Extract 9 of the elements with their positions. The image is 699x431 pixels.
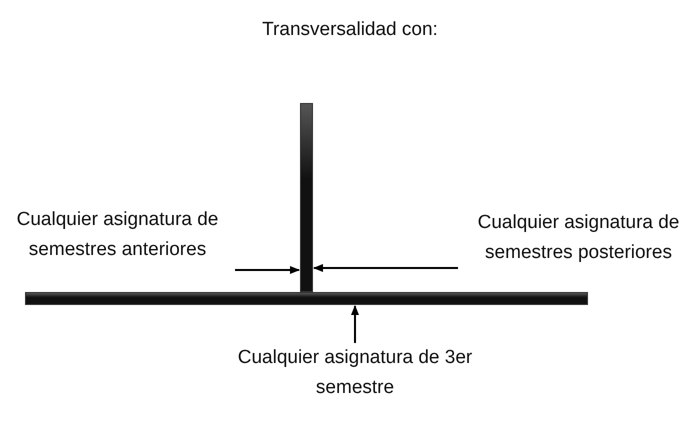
label-text: Cualquier asignatura de 3er semestre <box>205 343 505 408</box>
title: Transversalidad con: <box>261 18 439 42</box>
label-text: Cualquier asignatura de semestres posteriores <box>458 208 699 273</box>
arrow <box>235 266 300 274</box>
label-text: Cualquier asignatura de semestres anteriores <box>0 205 235 275</box>
horizontal-bar <box>25 292 588 305</box>
arrow <box>313 264 458 272</box>
arrow <box>351 305 359 343</box>
vertical-bar <box>300 103 313 292</box>
